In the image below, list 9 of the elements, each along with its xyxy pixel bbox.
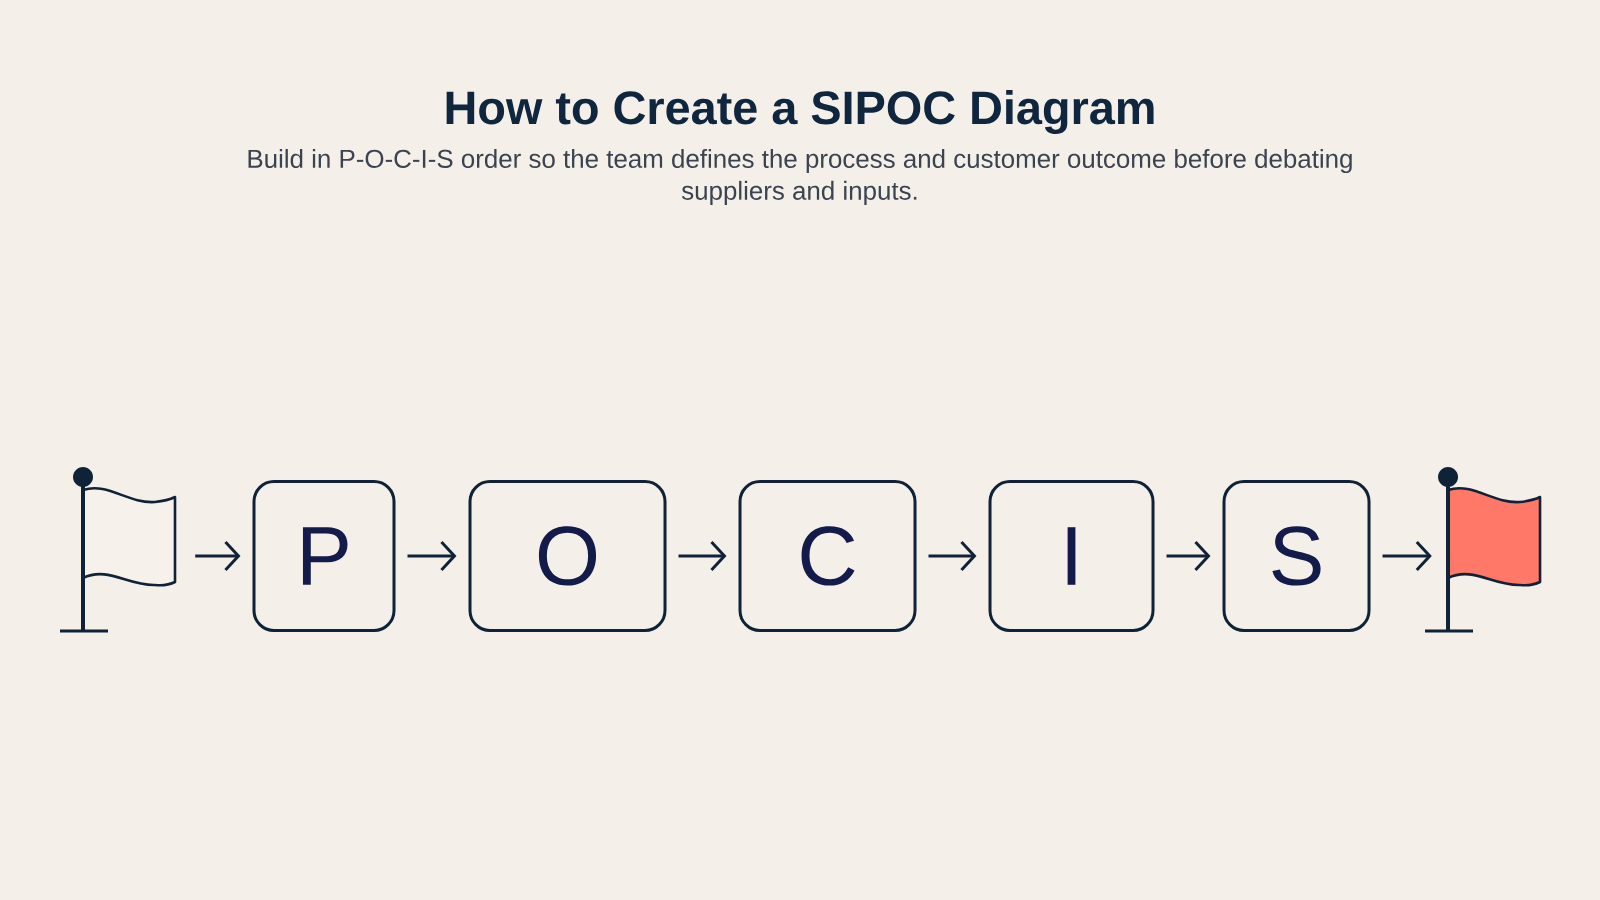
flag-drawing bbox=[1425, 467, 1542, 633]
letter-box: P bbox=[252, 480, 396, 632]
letter-box: O bbox=[468, 480, 667, 632]
letter-box: S bbox=[1222, 480, 1371, 632]
flag-drawing bbox=[60, 467, 177, 633]
title: How to Create a SIPOC Diagram bbox=[446, 90, 1154, 134]
letter-box: C bbox=[738, 480, 917, 632]
letter-box: I bbox=[988, 480, 1155, 632]
subtitle: Build in P-O-C-I-S order so the team defines the process and customer outcome before debating suppliers and inputs. bbox=[248, 149, 1352, 205]
